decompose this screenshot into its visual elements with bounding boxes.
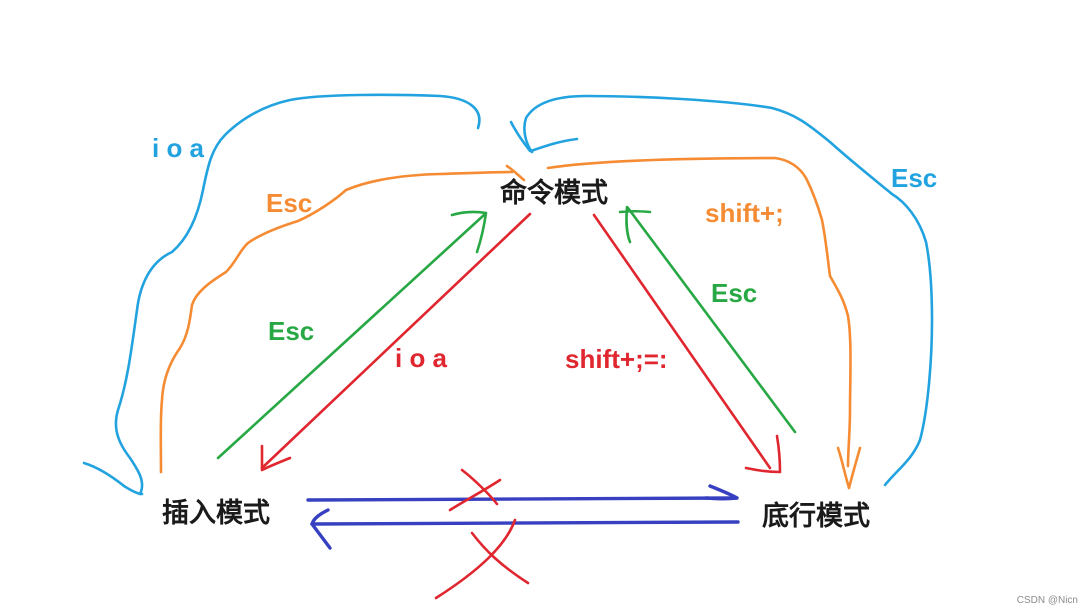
- red-cross-bottom-stroke-a: [434, 518, 517, 600]
- label-inner-right-green: Esc: [711, 278, 757, 308]
- green-right-arrowhead: [618, 205, 652, 244]
- orange-left-arrowhead: [505, 164, 526, 182]
- orange-right-curve: [546, 156, 852, 468]
- outer-orange-left-arrow: [159, 164, 526, 474]
- orange-right-arrowhead: [836, 446, 862, 490]
- blue-right-arrowhead: [509, 120, 579, 153]
- inner-green-left-arrow: [216, 210, 488, 460]
- blue-left-arrowhead: [82, 461, 144, 496]
- red-cross-top-stroke-a: [460, 468, 499, 506]
- red-cross-bottom: [434, 518, 530, 600]
- blue-right-curve: [523, 94, 934, 487]
- inner-red-right-arrow: [592, 213, 782, 474]
- label-outer-left-orange: Esc: [266, 188, 312, 218]
- watermark: CSDN @Nicn: [1017, 595, 1078, 606]
- node-lastline-mode: 底行模式: [762, 500, 870, 532]
- inner-green-right-arrow: [618, 205, 797, 434]
- purple-right-arrowhead: [704, 484, 739, 501]
- label-inner-right-red: shift+;=:: [565, 344, 668, 374]
- outer-blue-right-arrow: [509, 94, 934, 487]
- red-cross-top: [448, 468, 502, 512]
- label-outer-right-blue: Esc: [891, 163, 937, 193]
- label-inner-left-green: Esc: [268, 316, 314, 346]
- red-cross-top-stroke-b: [448, 478, 502, 512]
- orange-left-curve: [159, 170, 514, 474]
- red-left-arrowhead: [260, 444, 292, 472]
- node-command-mode: 命令模式: [500, 177, 608, 209]
- label-outer-right-orange: shift+;: [705, 198, 784, 228]
- purple-left-line: [310, 520, 740, 526]
- green-left-arrowhead: [450, 210, 488, 254]
- outer-blue-left-arrow: [82, 93, 481, 496]
- red-right-arrowhead: [744, 434, 782, 474]
- red-right-line: [592, 213, 772, 470]
- green-right-line: [626, 206, 797, 434]
- purple-right-line: [306, 496, 738, 502]
- label-inner-left-red: i o a: [395, 343, 448, 373]
- label-outer-left-blue: i o a: [152, 133, 205, 163]
- bottom-purple-arrows: [306, 484, 740, 550]
- inner-red-left-arrow: [260, 212, 532, 472]
- blue-left-curve: [114, 93, 481, 496]
- red-left-line: [260, 212, 532, 470]
- red-cross-bottom-stroke-b: [470, 531, 530, 585]
- node-insert-mode: 插入模式: [162, 498, 270, 529]
- purple-left-arrowhead: [310, 508, 332, 550]
- outer-orange-right-arrow: [546, 156, 862, 490]
- green-left-line: [216, 213, 486, 460]
